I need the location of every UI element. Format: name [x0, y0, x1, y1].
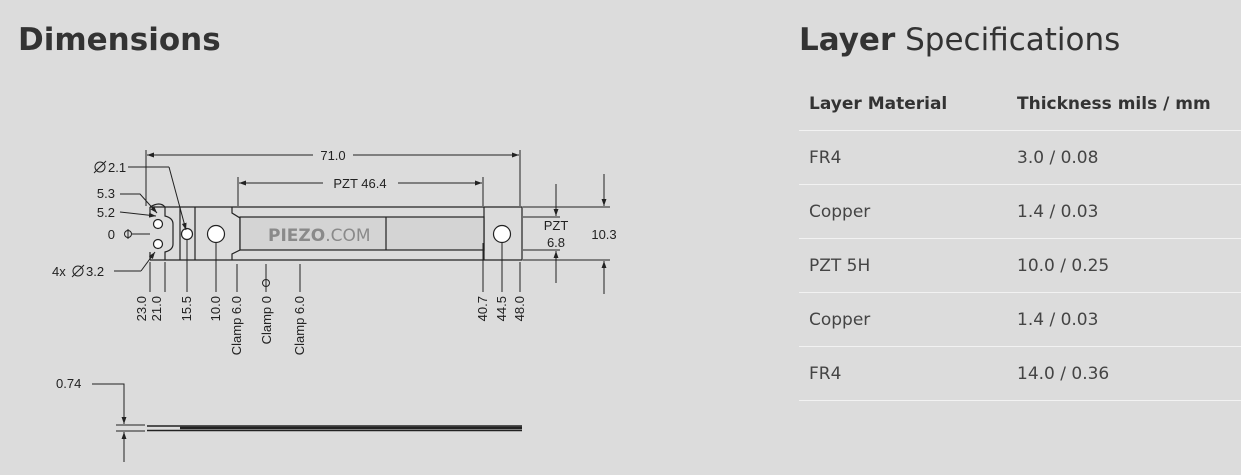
thickness-cell: 1.4 / 0.03	[1007, 292, 1241, 347]
table-row: FR4 3.0 / 0.08	[799, 130, 1241, 185]
mount-hole-diameter-label: 3.2	[86, 264, 104, 279]
mount-hole-symbol	[71, 251, 156, 278]
width-dims	[523, 174, 610, 294]
material-cell: FR4	[799, 130, 1007, 185]
clamp-center-mark	[262, 277, 270, 289]
pzt-length-label: PZT 46.4	[333, 176, 386, 191]
overall-length-dim	[145, 150, 521, 206]
offset-leaders	[119, 193, 158, 239]
bottom-label: Clamp 6.0	[292, 296, 307, 355]
overall-width-label: 10.3	[591, 227, 616, 242]
bottom-label: Clamp 0	[259, 296, 274, 344]
bottom-label: 48.0	[512, 296, 527, 321]
layer-spec-table: Layer Material Thickness mils / mm FR4 3…	[799, 78, 1241, 401]
side-view-profile	[147, 425, 522, 432]
pzt-element	[239, 216, 485, 251]
pzt-length-dim	[237, 177, 484, 206]
bottom-label: 44.5	[494, 296, 509, 321]
bottom-label: 21.0	[149, 296, 164, 321]
overall-length-label: 71.0	[320, 148, 345, 163]
thickness-cell: 14.0 / 0.36	[1007, 346, 1241, 401]
mounting-holes	[152, 218, 512, 250]
bender-outline	[149, 203, 523, 261]
table-row: Copper 1.4 / 0.03	[799, 292, 1241, 347]
material-cell: Copper	[799, 292, 1007, 347]
bottom-label: 10.0	[208, 296, 223, 321]
table-row: PZT 5H 10.0 / 0.25	[799, 238, 1241, 293]
pzt-width-value: 6.8	[547, 235, 565, 250]
bottom-label: 15.5	[179, 296, 194, 321]
piezo-logo: PIEZO.COM	[268, 226, 371, 246]
thickness-cell: 3.0 / 0.08	[1007, 130, 1241, 185]
offset-label-2: 5.2	[97, 205, 115, 220]
table-header-row: Layer Material Thickness mils / mm	[799, 78, 1241, 131]
dimension-drawing: PIEZO.COM 71.0 PZT 46.4 2.1 5.3 5.2 0 4x	[52, 148, 617, 462]
thickness-label: 0.74	[56, 376, 81, 391]
table-row: FR4 14.0 / 0.36	[799, 346, 1241, 401]
dimensions-heading: Dimensions	[18, 22, 221, 58]
material-cell: Copper	[799, 184, 1007, 239]
material-cell: PZT 5H	[799, 238, 1007, 293]
mount-holes-count: 4x	[52, 264, 66, 279]
bottom-label: Clamp 6.0	[229, 296, 244, 355]
bottom-label: 23.0	[134, 296, 149, 321]
hole-diameter-label: 2.1	[108, 160, 126, 175]
material-cell: FR4	[799, 346, 1007, 401]
layer-spec-heading-rest: Specifications	[905, 22, 1121, 58]
thickness-dim	[92, 383, 145, 462]
layer-spec-heading-bold: Layer	[799, 22, 896, 58]
column-header-thickness: Thickness mils / mm	[1007, 78, 1241, 131]
column-header-material: Layer Material	[799, 78, 1007, 131]
thickness-cell: 10.0 / 0.25	[1007, 238, 1241, 293]
pzt-width-title: PZT	[544, 218, 569, 233]
offset-label-1: 5.3	[97, 186, 115, 201]
thickness-cell: 1.4 / 0.03	[1007, 184, 1241, 239]
layer-spec-heading: Layer Specifications	[799, 20, 1120, 60]
hole-diameter-symbol	[93, 160, 187, 231]
table-row: Copper 1.4 / 0.03	[799, 184, 1241, 239]
offset-label-3: 0	[108, 227, 115, 242]
bottom-label: 40.7	[475, 296, 490, 321]
